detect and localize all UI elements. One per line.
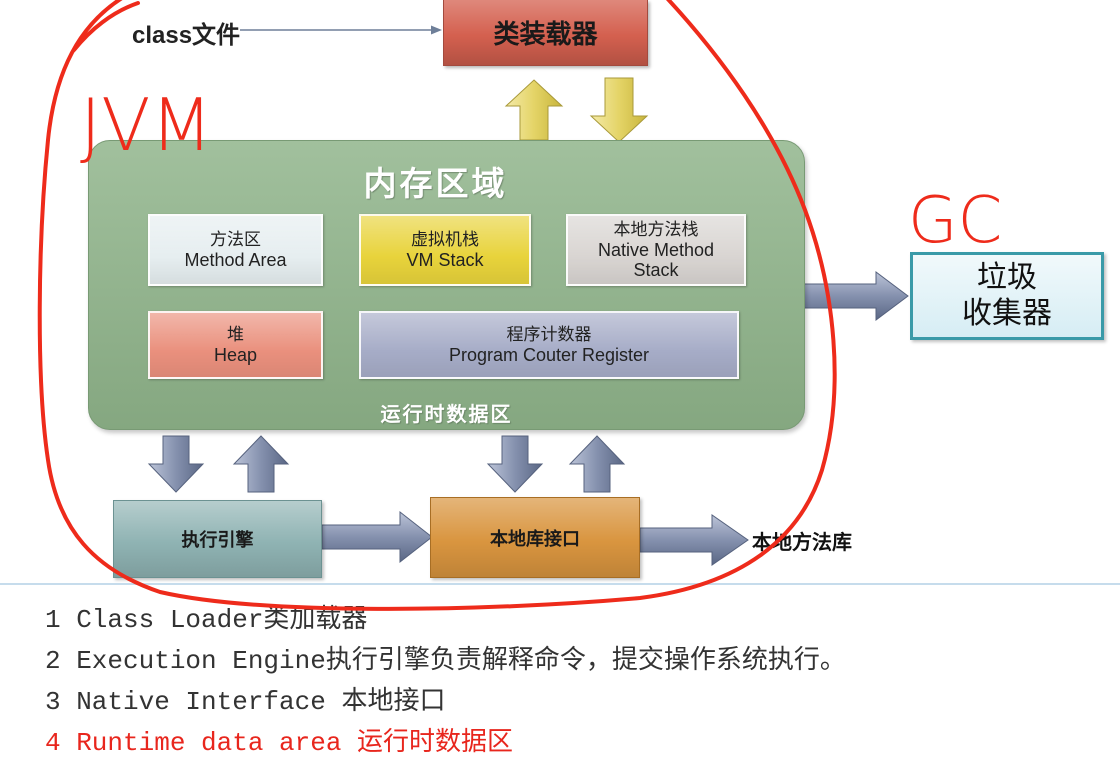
method-area-zh: 方法区 (210, 230, 261, 249)
execution-engine-label: 执行引擎 (181, 530, 254, 550)
native-method-stack-en-line1: Native Method (597, 240, 715, 260)
native-library-label: 本地方法库 (752, 532, 852, 554)
program-counter-box: 程序计数器 Program Couter Register (359, 311, 739, 379)
native-method-stack-zh: 本地方法栈 (613, 220, 699, 239)
method-area-en: Method Area (184, 250, 287, 270)
garbage-collector-box: 垃圾 收集器 (910, 252, 1104, 340)
native-method-stack-box: 本地方法栈 Native Method Stack (566, 214, 746, 286)
method-area-box: 方法区 Method Area (148, 214, 323, 286)
vm-stack-zh: 虚拟机栈 (411, 230, 479, 249)
heap-zh: 堆 (227, 325, 244, 344)
interface-to-library-arrow (639, 514, 749, 566)
class-loader-box: 类装载器 (443, 0, 648, 66)
class-file-label: class文件 (132, 22, 241, 49)
heap-en: Heap (213, 345, 258, 365)
native-interface-label: 本地库接口 (490, 528, 580, 549)
native-method-stack-en-line2: Stack (633, 260, 679, 280)
execution-engine-box: 执行引擎 (113, 500, 322, 578)
garbage-collector-line1: 垃圾 (977, 261, 1037, 294)
vm-stack-en: VM Stack (406, 250, 484, 270)
memory-area-box: 内存区域 方法区 Method Area 虚拟机栈 VM Stack 本地方法栈… (88, 140, 805, 430)
program-counter-en: Program Couter Register (448, 345, 650, 365)
vm-stack-box: 虚拟机栈 VM Stack (359, 214, 531, 286)
interface-to-memory-up-arrow (568, 435, 626, 493)
heap-box: 堆 Heap (148, 311, 323, 379)
engine-to-interface-arrow (321, 510, 433, 564)
note-item: 3 Native Interface 本地接口 (45, 687, 446, 717)
loader-down-arrow (589, 77, 649, 143)
memory-to-gc-arrow (802, 271, 909, 321)
native-interface-box: 本地库接口 (430, 497, 640, 578)
class-file-arrow-head (431, 25, 442, 35)
loader-up-arrow (504, 79, 564, 141)
note-item-highlighted: 4 Runtime data area 运行时数据区 (45, 728, 514, 758)
memory-area-title: 内存区域 (363, 165, 508, 202)
class-loader-label: 类装载器 (493, 19, 598, 49)
note-item: 2 Execution Engine执行引擎负责解释命令，提交操作系统执行。 (45, 646, 846, 676)
memory-to-interface-down-arrow (486, 435, 544, 493)
note-item: 1 Class Loader类加载器 (45, 605, 368, 635)
notes-list: 1 Class Loader类加载器 2 Execution Engine执行引… (45, 600, 846, 764)
runtime-data-area-label: 运行时数据区 (380, 404, 513, 426)
program-counter-zh: 程序计数器 (506, 325, 592, 344)
engine-to-memory-up-arrow (232, 435, 290, 493)
garbage-collector-line2: 收集器 (962, 297, 1052, 330)
memory-to-engine-down-arrow (147, 435, 205, 493)
